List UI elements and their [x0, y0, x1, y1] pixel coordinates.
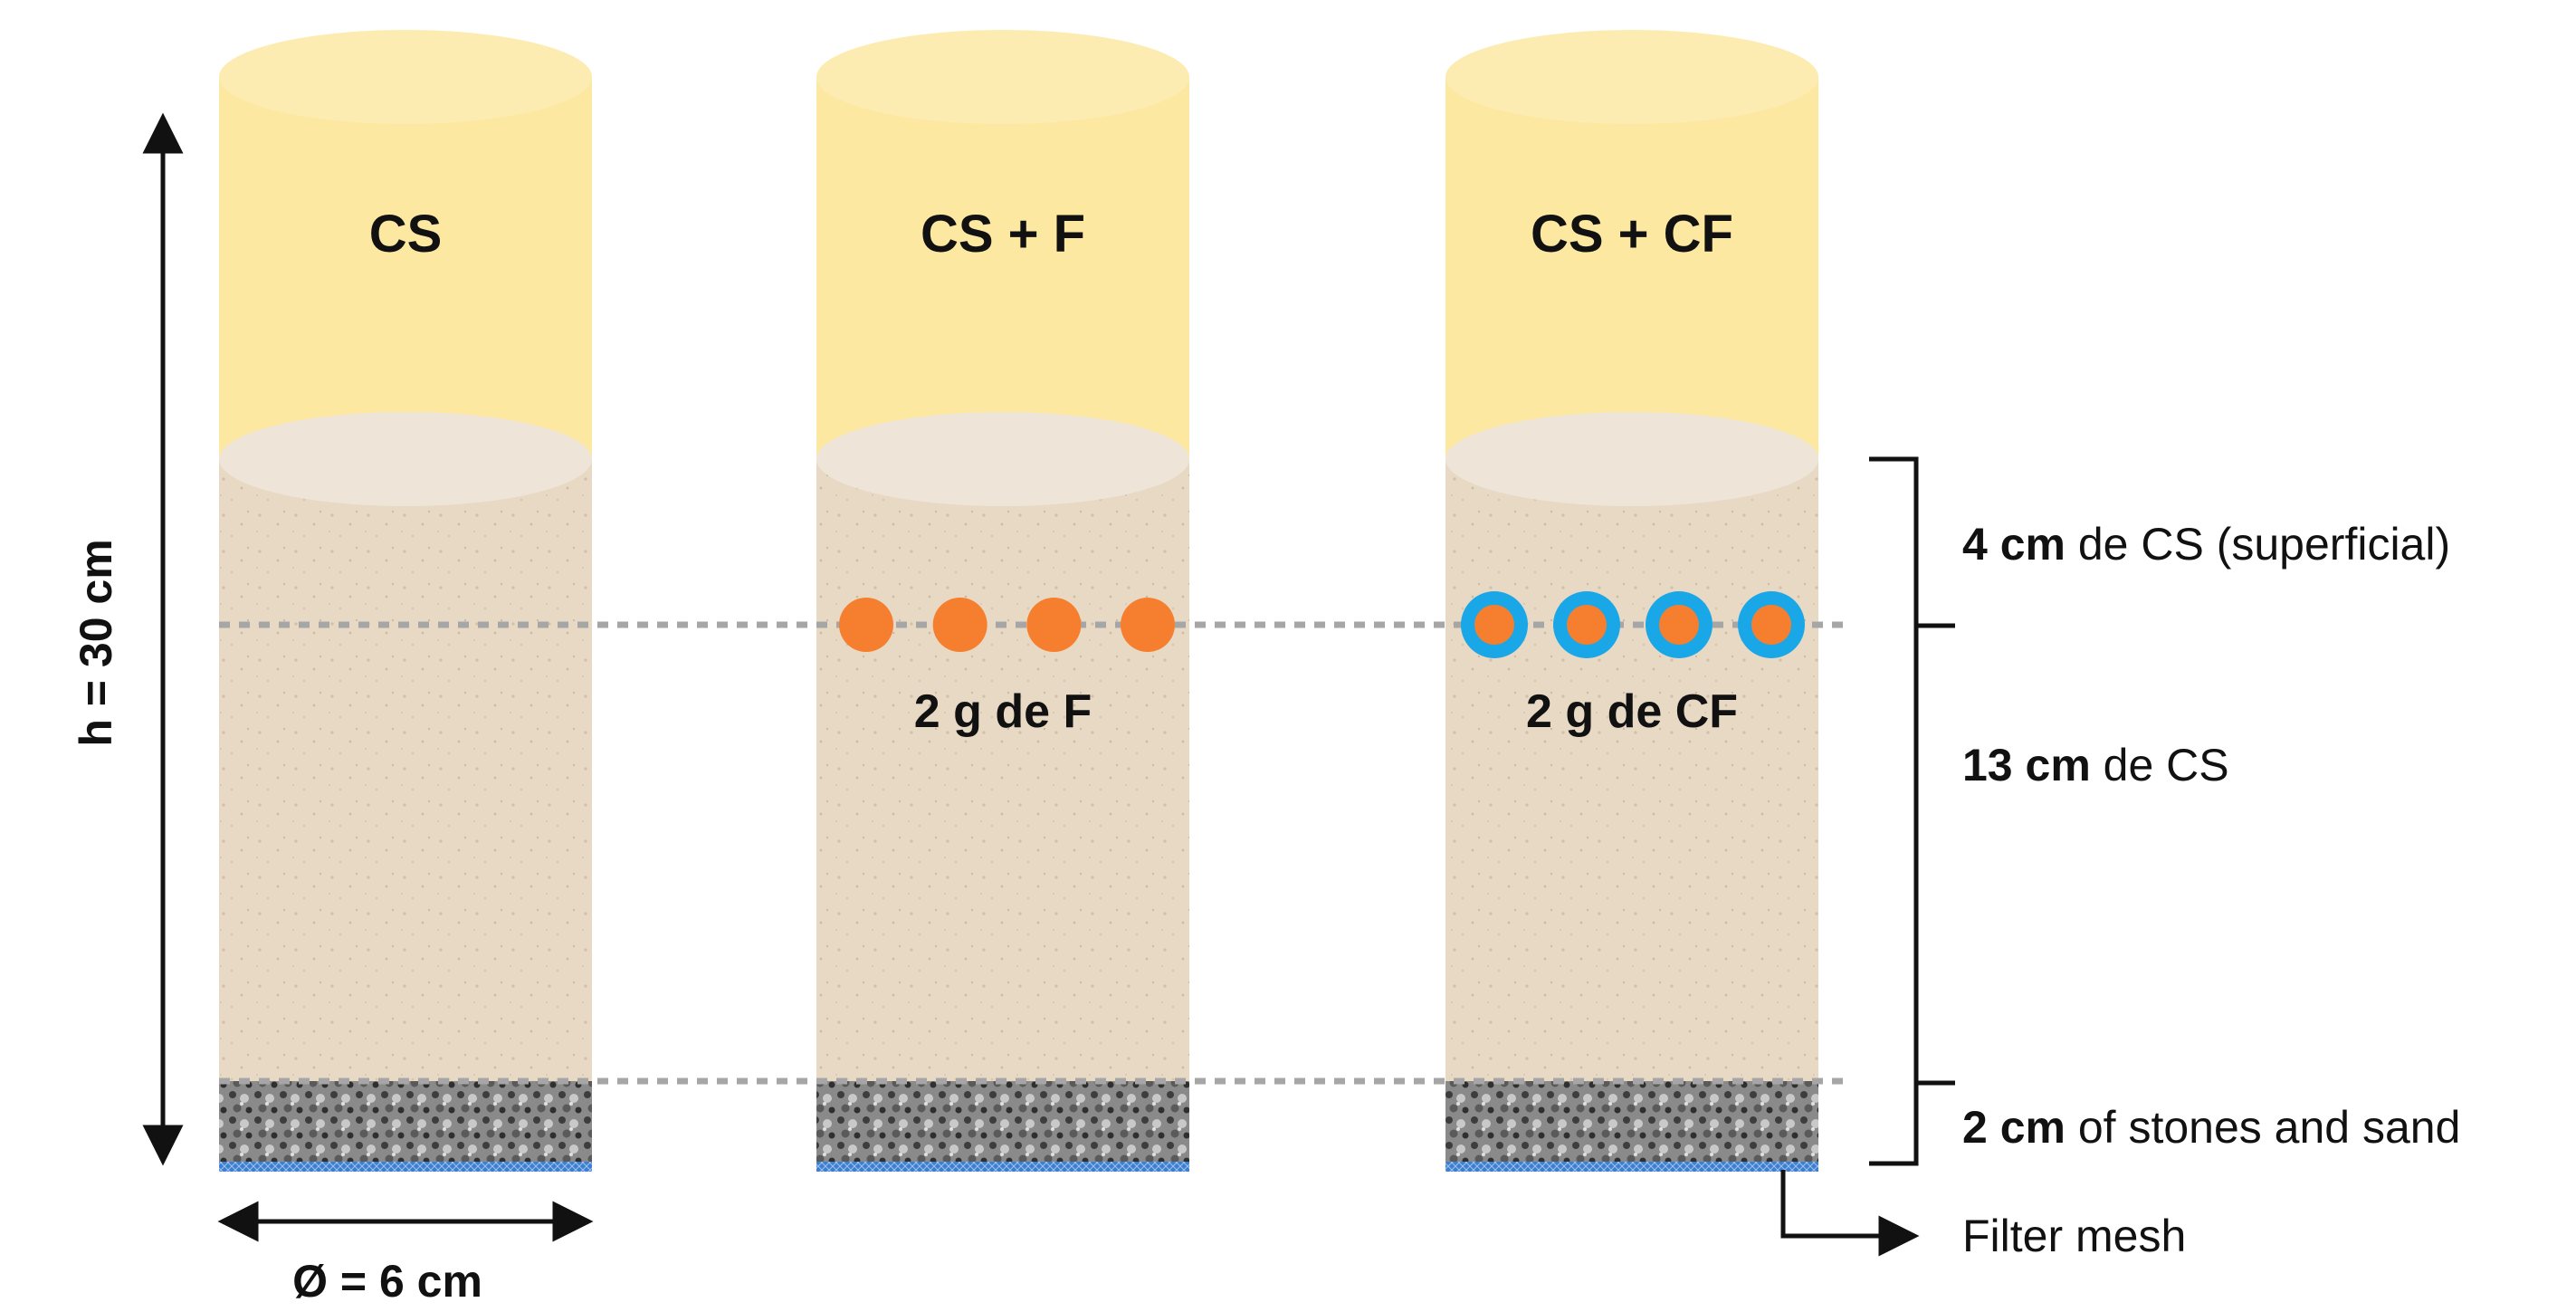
filter-mesh — [1445, 1162, 1818, 1172]
soil-column: CS + CF 2 g de CF — [1445, 30, 1818, 1172]
column-top-opening — [219, 30, 592, 124]
column-title: CS + F — [921, 205, 1085, 263]
soil-surface — [1445, 412, 1818, 506]
gravel-layer — [219, 1081, 592, 1162]
fertilizer-core — [1474, 605, 1514, 645]
fertilizer-amount-label: 2 g de CF — [1526, 685, 1738, 738]
filter-mesh — [816, 1162, 1189, 1172]
gravel-layer — [1445, 1081, 1818, 1162]
filter-mesh-pointer — [1780, 1170, 1920, 1257]
column-title: CS + CF — [1531, 205, 1733, 263]
soil-layer — [816, 459, 1189, 1081]
gravel-layer — [816, 1081, 1189, 1162]
fertilizer-granule-icon — [1026, 598, 1082, 652]
column-top-opening — [816, 30, 1189, 124]
column-headspace — [816, 77, 1189, 459]
column-top-opening — [1445, 30, 1818, 124]
soil-surface — [219, 412, 592, 506]
middle-layer-label: 13 cm de CS — [1962, 740, 2229, 790]
soil-layer — [219, 459, 592, 1081]
fertilizer-markers-group — [839, 591, 1805, 658]
soil-column: CS + F 2 g de F — [816, 30, 1189, 1172]
fertilizer-amount-label: 2 g de F — [914, 685, 1092, 738]
column-headspace — [219, 77, 592, 459]
bottom-layer-label: 2 cm of stones and sand — [1962, 1102, 2460, 1153]
fertilizer-core — [1751, 605, 1791, 645]
fertilizer-granule-icon — [932, 598, 987, 652]
height-label: h = 30 cm — [71, 539, 121, 746]
columns-group: CS CS + F 2 g de F CS + CF 2 g de CF — [219, 30, 1818, 1172]
filter-mesh-label: Filter mesh — [1962, 1211, 2186, 1261]
column-title: CS — [369, 205, 443, 263]
top-layer-label: 4 cm de CS (superficial) — [1962, 519, 2450, 570]
column-headspace — [1445, 77, 1818, 459]
soil-layer — [1445, 459, 1818, 1081]
fertilizer-core — [1567, 605, 1607, 645]
soil-column: CS — [219, 30, 592, 1172]
soil-surface — [816, 412, 1189, 506]
layer-bracket — [1869, 456, 1955, 1166]
diameter-label: Ø = 6 cm — [292, 1256, 482, 1307]
fertilizer-core — [1659, 605, 1699, 645]
fertilizer-granule-icon — [839, 598, 893, 652]
filter-mesh — [219, 1162, 592, 1172]
fertilizer-granule-icon — [1121, 598, 1175, 652]
